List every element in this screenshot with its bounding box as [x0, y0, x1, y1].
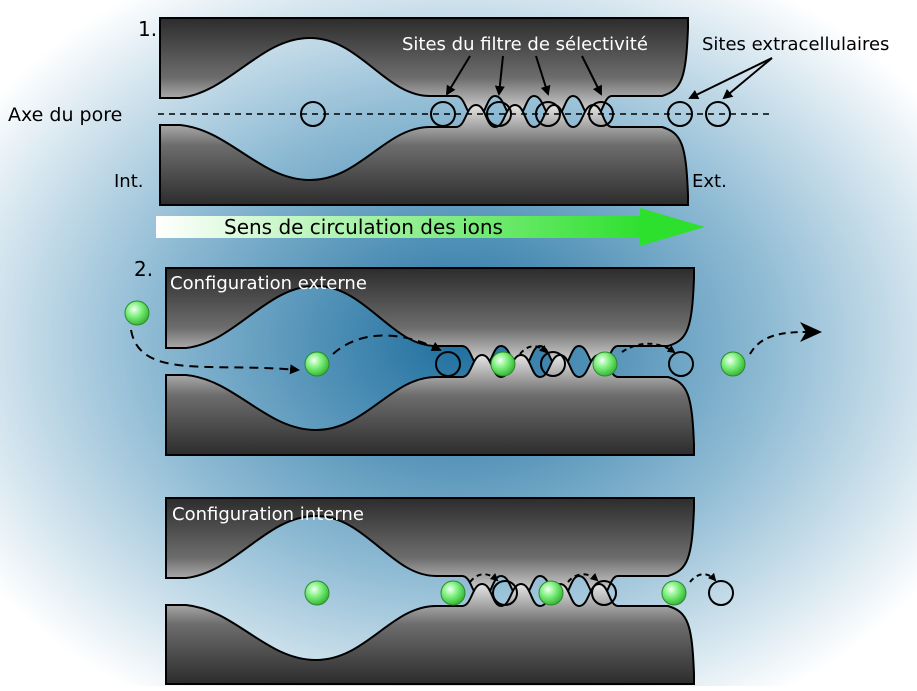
empty-site: [540, 351, 566, 377]
hop-arrow: [332, 334, 442, 355]
panel-1: 1. Axe du pore Sites du filtre de sélect…: [8, 17, 889, 246]
pore-wall-bottom-3: [165, 582, 695, 685]
external-config-label: Configuration externe: [170, 273, 367, 294]
hop-arrow: [567, 573, 599, 583]
selectivity-site-3: [535, 101, 561, 127]
ion-path-arrow: [130, 329, 300, 375]
hop-arrow: [519, 344, 548, 355]
ion: [592, 351, 618, 377]
ion: [720, 351, 746, 377]
extracellular-site-1: [667, 101, 693, 127]
extracellular-site-2: [705, 101, 731, 127]
empty-site: [435, 351, 461, 377]
hop-arrow: [621, 342, 676, 354]
panel-2-external: 2. Configuration externe: [124, 257, 822, 456]
pointer-arrow: [688, 57, 773, 99]
ion: [661, 580, 687, 606]
ion-flow-label: Sens de circulation des ions: [224, 215, 503, 239]
selectivity-site-1: [430, 101, 456, 127]
pore-axis-label: Axe du pore: [8, 104, 122, 126]
ion: [304, 351, 330, 377]
extracellular-sites-label: Sites extracellulaires: [702, 34, 889, 55]
exit-arrow-head: [800, 322, 822, 342]
selectivity-site-2: [486, 101, 512, 127]
selectivity-sites-label: Sites du filtre de sélectivité: [402, 34, 648, 55]
pore-wall-bottom-1: [159, 103, 689, 206]
hop-arrow: [469, 573, 499, 583]
inside-label: Int.: [114, 171, 144, 192]
exit-arrow: [749, 331, 807, 355]
selectivity-site-4: [588, 101, 614, 127]
outside-label: Ext.: [692, 171, 727, 192]
empty-site: [708, 580, 734, 606]
empty-site: [591, 580, 617, 606]
ion: [440, 580, 466, 606]
hop-arrow: [689, 572, 717, 583]
ion: [490, 351, 516, 377]
ion: [304, 580, 330, 606]
internal-config-label: Configuration interne: [172, 504, 364, 525]
ion-flow-arrow: [156, 208, 705, 246]
panel-2-number: 2.: [134, 257, 153, 281]
ion: [538, 580, 564, 606]
panel-1-number: 1.: [138, 17, 157, 41]
pointer-arrow: [494, 55, 505, 96]
cavity-site: [300, 101, 326, 127]
pointer-arrow: [722, 57, 773, 100]
ion-incoming: [124, 300, 150, 326]
empty-site: [492, 580, 518, 606]
pointer-arrow: [445, 55, 471, 96]
pointer-arrow: [581, 55, 602, 96]
empty-site: [668, 351, 694, 377]
panel-2-internal: Configuration interne: [165, 497, 734, 685]
pointer-arrow: [535, 55, 551, 96]
